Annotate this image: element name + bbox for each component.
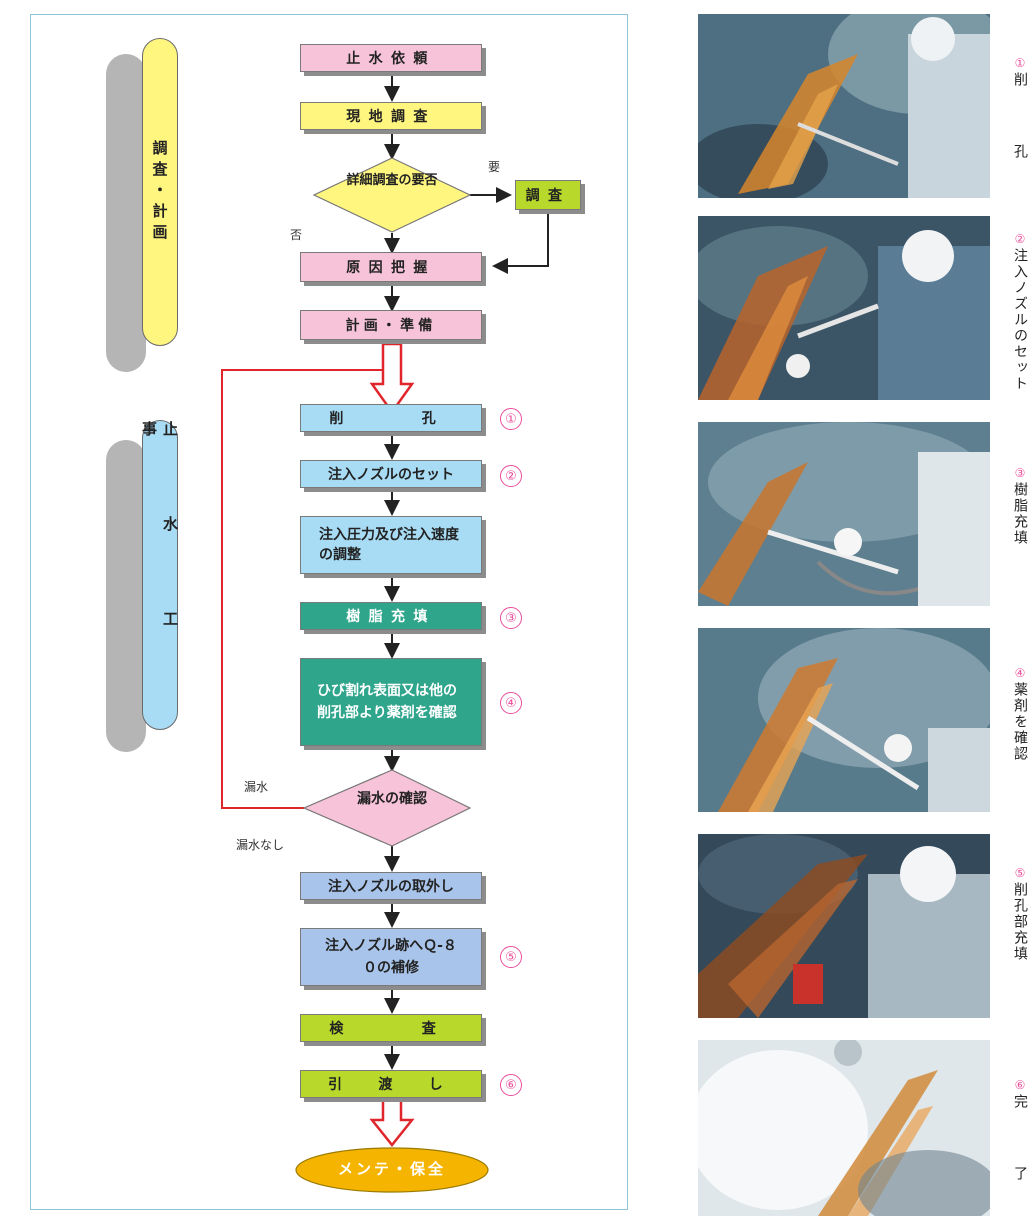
phase-survey-plan: 調査・計画 — [142, 38, 178, 346]
box-repair: 注入ノズル跡へＱ-８０の補修 — [300, 928, 482, 986]
photo-resin-fill — [698, 422, 990, 606]
decision-detail-survey — [312, 157, 472, 233]
caption-confirm-agent: ④薬剤を確認 — [1012, 666, 1028, 762]
label-no-leak: 漏水なし — [236, 838, 285, 852]
phase-water-stop-work: 止水工事 — [140, 420, 179, 730]
photo-drill — [698, 14, 990, 198]
step-number: ③ — [500, 607, 522, 629]
box-inspect: 検 査 — [300, 1014, 482, 1042]
box-pressure: 注入圧力及び注入速度の調整 — [300, 516, 482, 574]
caption-complete: ⑥完 了 — [1012, 1078, 1028, 1202]
step-number: ② — [500, 465, 522, 487]
step-number: ④ — [500, 692, 522, 714]
leak-check-label: 漏水の確認 — [357, 791, 427, 807]
label-leak: 漏水 — [244, 780, 269, 794]
photo-nozzle-set — [698, 216, 990, 400]
caption-nozzle-set: ②注入ノズルのセット — [1012, 232, 1028, 392]
phase-shadow — [106, 440, 146, 752]
maintenance-oval — [295, 1147, 489, 1193]
arrow — [492, 212, 549, 274]
label-no: 否 — [290, 228, 303, 242]
big-red-arrow — [369, 1098, 415, 1148]
box-plan: 計画・準備 — [300, 310, 482, 340]
photo-confirm-agent — [698, 628, 990, 812]
phase-survey-label: 調査・計画 — [150, 139, 169, 245]
step-number: ① — [500, 408, 522, 430]
phase-work-label: 止水工事 — [140, 421, 179, 706]
caption-drill: ①削 孔 — [1012, 56, 1028, 180]
detail-decision-label: 詳細調査の要否 — [346, 173, 438, 188]
box-cause: 原因把握 — [300, 252, 482, 282]
photo-complete — [698, 1040, 990, 1216]
big-red-arrow — [369, 342, 415, 415]
caption-resin-fill: ③樹脂充填 — [1012, 466, 1028, 546]
box-drill: 削 孔 — [300, 404, 482, 432]
flowchart-frame — [30, 14, 628, 1210]
box-resin: 樹脂充填 — [300, 602, 482, 630]
caption-hole-fill: ⑤削孔部充填 — [1012, 866, 1028, 962]
box-request: 止水依頼 — [300, 44, 482, 72]
maintenance-label: メンテ・保全 — [337, 1160, 446, 1178]
decision-leak-check — [302, 769, 472, 847]
box-nozzle-set: 注入ノズルのセット — [300, 460, 482, 488]
box-site-survey: 現地調査 — [300, 102, 482, 130]
leak-feedback-line — [221, 369, 388, 809]
step-number: ⑤ — [500, 946, 522, 968]
box-survey: 調査 — [515, 180, 581, 210]
photo-hole-fill — [698, 834, 990, 1018]
box-handover: 引 渡 し — [300, 1070, 482, 1098]
box-nozzle-remove: 注入ノズルの取外し — [300, 872, 482, 900]
label-yes: 要 — [488, 160, 501, 174]
step-number: ⑥ — [500, 1074, 522, 1096]
box-check: ひび割れ表面又は他の削孔部より薬剤を確認 — [300, 658, 482, 746]
phase-shadow — [106, 54, 146, 372]
